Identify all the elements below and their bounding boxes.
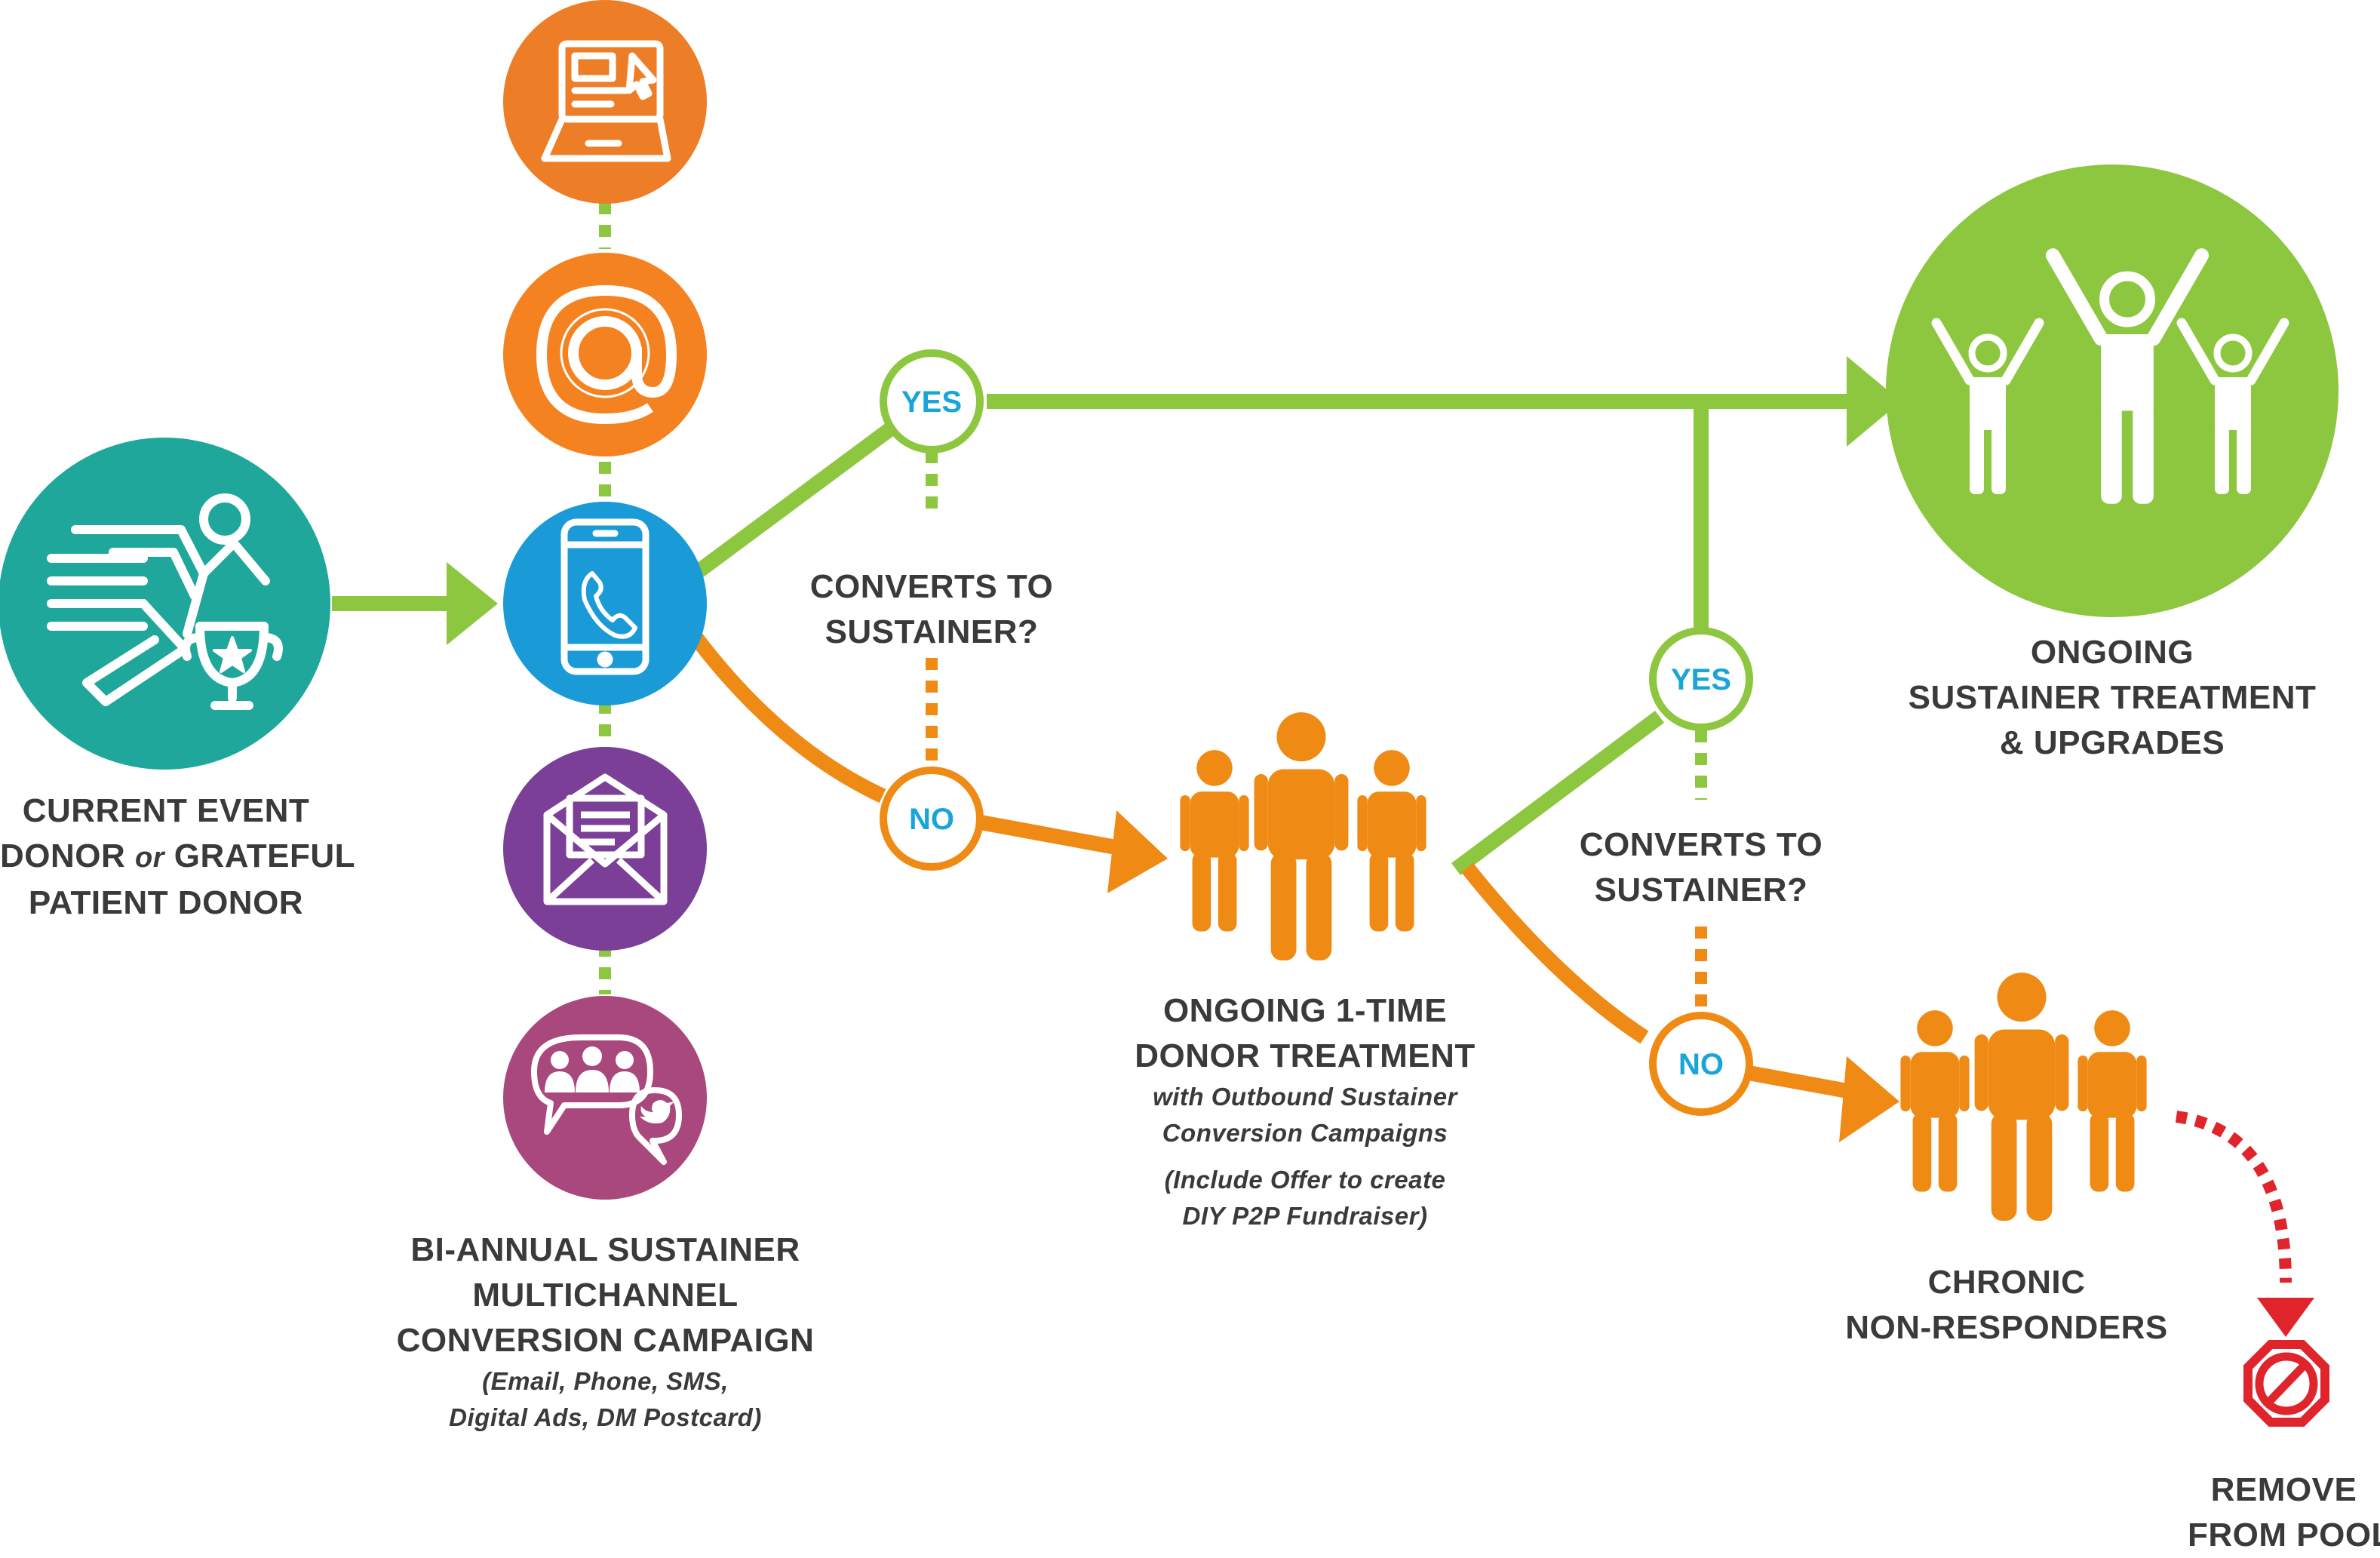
decision1-yes: YES <box>880 349 984 453</box>
arrowhead-icon <box>1839 1056 1899 1142</box>
channel-phone <box>503 502 707 705</box>
svg-text:YES: YES <box>1671 663 1731 696</box>
laptop-icon <box>541 40 671 162</box>
arrowhead-icon <box>447 562 498 645</box>
stop-sign-icon <box>2243 1340 2329 1427</box>
svg-text:NO: NO <box>1678 1048 1724 1081</box>
arrowhead-icon <box>1107 810 1168 893</box>
arrowhead-icon <box>1847 356 1901 447</box>
channel-social <box>503 996 707 1200</box>
channel-mail <box>503 747 707 951</box>
connectors <box>332 202 2314 1337</box>
onetime-label: ONGOING 1-TIME DONOR TREATMENT with Outb… <box>1135 992 1476 1230</box>
campaign-label: BI-ANNUAL SUSTAINER MULTICHANNEL CONVERS… <box>396 1231 815 1431</box>
decision2-question: CONVERTS TO SUSTAINER? <box>1579 826 1823 908</box>
decision2-yes: YES <box>1649 627 1753 731</box>
sustainer-node <box>1886 164 2339 617</box>
line-to-no1 <box>683 625 886 804</box>
donor-label: CURRENT EVENT DONOR or GRATEFUL PATIENT … <box>0 792 356 921</box>
decision1-question: CONVERTS TO SUSTAINER? <box>809 568 1054 650</box>
line-to-no2 <box>1461 862 1649 1044</box>
svg-text:YES: YES <box>901 386 962 419</box>
decision1-no: NO <box>880 767 984 871</box>
runner-trophy-icon <box>47 493 283 710</box>
channel-email <box>503 253 707 456</box>
people-group-icon <box>1180 712 1426 960</box>
channel-laptop <box>503 0 707 204</box>
arrowhead-icon <box>2257 1298 2314 1337</box>
sustainer-label: ONGOING SUSTAINER TREATMENT & UPGRADES <box>1908 634 2317 761</box>
line-no1-to-onetime <box>979 815 1126 856</box>
nonresponders-label: CHRONIC NON-RESPONDERS <box>1845 1264 2168 1346</box>
phone-icon <box>560 518 650 675</box>
svg-text:NO: NO <box>909 803 954 836</box>
line-to-yes2 <box>1451 710 1664 876</box>
decision2-no: NO <box>1649 1012 1753 1116</box>
people-group-icon <box>1900 973 2147 1221</box>
line-no2-to-nonresponders <box>1747 1065 1857 1100</box>
donor-node <box>0 438 330 770</box>
envelope-icon <box>543 773 668 905</box>
at-sign-icon <box>536 284 677 425</box>
remove-label: REMOVE FROM POOL <box>2188 1471 2380 1553</box>
line-to-yes1 <box>693 419 898 579</box>
line-to-remove <box>2175 1111 2292 1283</box>
social-chat-icon <box>531 1034 682 1165</box>
